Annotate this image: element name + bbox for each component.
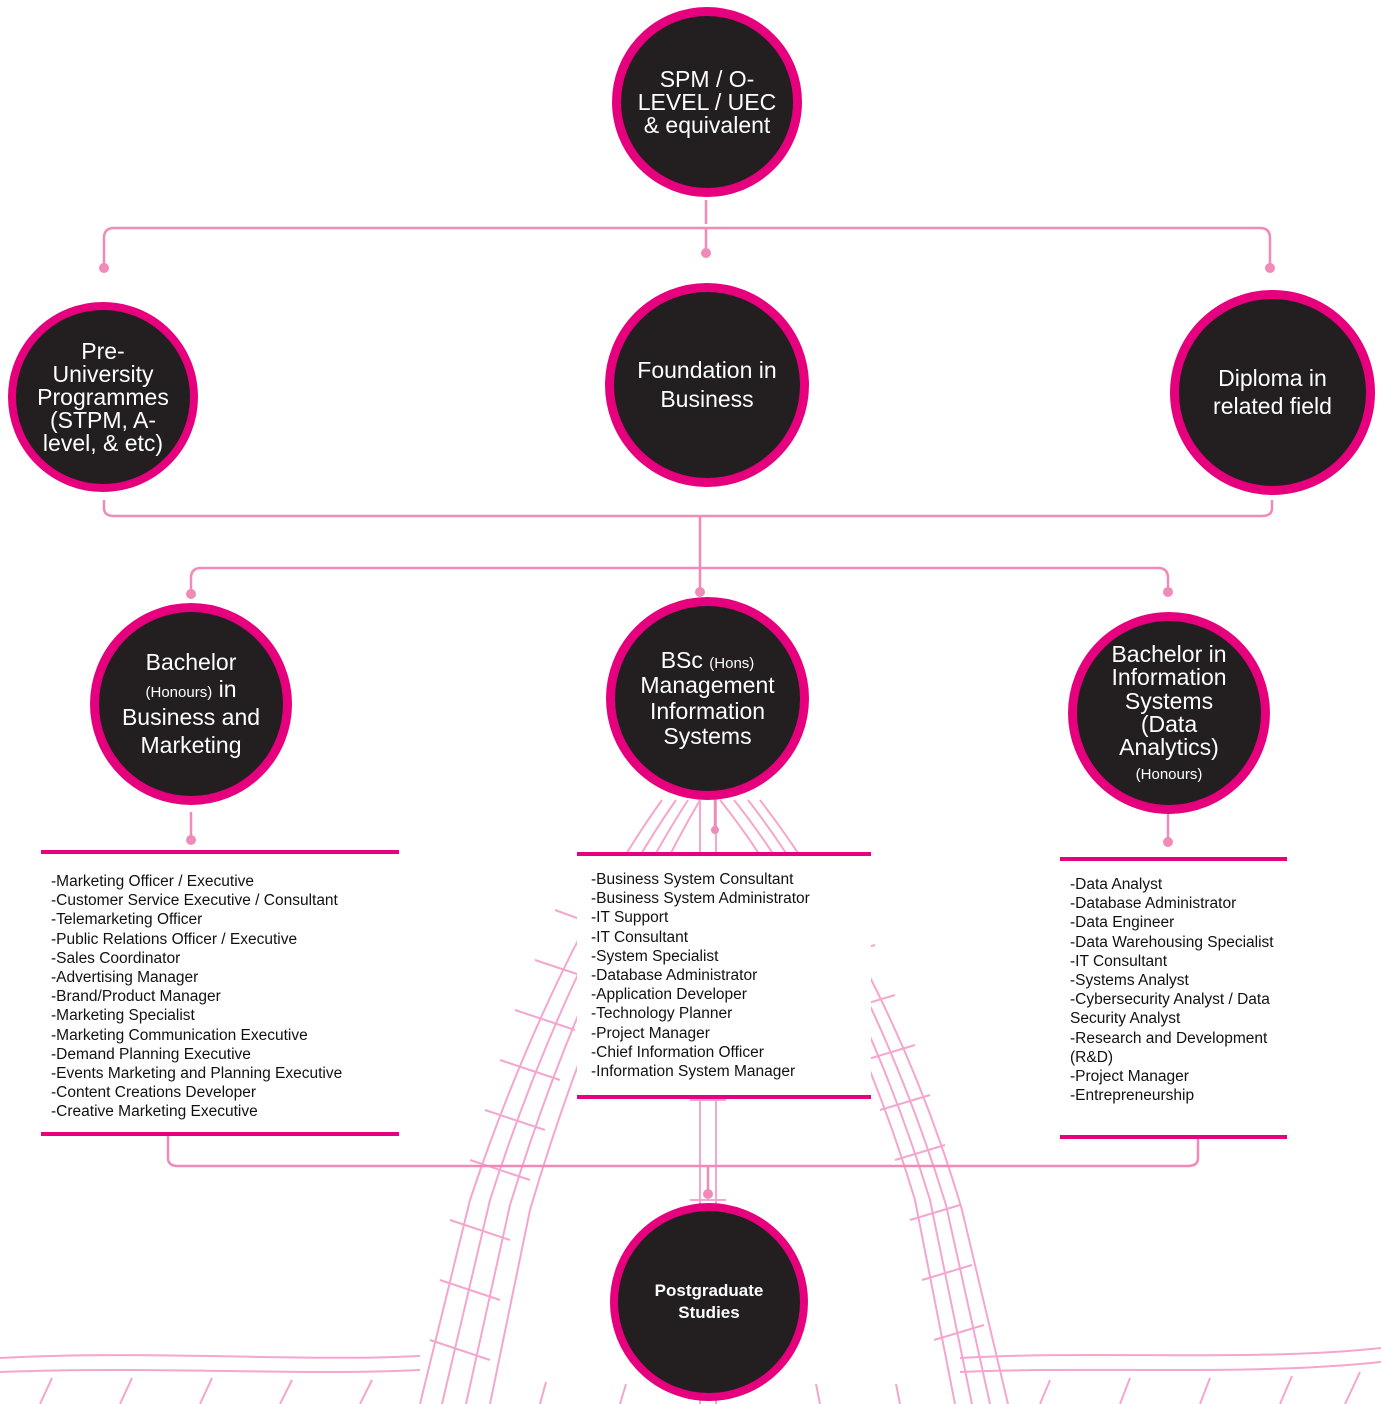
connector-dot [701,248,711,258]
career-item: -Business System Consultant [591,871,794,888]
node-bachelor-business-marketing: Bachelor (Honours) in Business and Marke… [90,603,292,805]
node-spm-label: SPM / O-LEVEL / UEC & equivalent [637,65,777,138]
career-items: -Data Analyst -Database Administrator -D… [1070,875,1279,1105]
career-item: -Research and Development (R&D) [1070,1029,1268,1066]
programme-name: Management Information Systems [640,672,775,749]
career-list-data-analytics: -Data Analyst -Database Administrator -D… [1060,857,1287,1139]
career-item: -Customer Service Executive / Consultant [51,892,338,910]
connector-dot [711,826,719,834]
career-item: -Database Administrator [1070,895,1237,913]
career-item: -Project Manager [591,1024,710,1042]
career-item: -Brand/Product Manager [51,988,221,1006]
connector-middle-merge [102,500,1274,590]
node-pre-university: Pre-University Programmes (STPM, A-level… [8,302,198,492]
node-diploma: Diploma in related field [1170,290,1375,495]
career-item: -Content Creations Developer [51,1084,257,1102]
career-list-mis: -Business System Consultant -Business Sy… [577,852,871,1099]
career-item: -Advertising Manager [51,969,199,987]
career-item: -Demand Planning Executive [51,1045,251,1063]
connector-dot [1163,837,1173,847]
node-foundation-label: Foundation in Business [637,357,777,412]
node-bsc-mis: BSc (Hons) Management Information System… [606,597,809,800]
career-item: -Application Developer [591,986,747,1004]
node-pre-university-label: Pre-University Programmes (STPM, A-level… [37,337,169,456]
career-item: -IT Consultant [1070,952,1168,970]
career-item: -Data Warehousing Specialist [1070,933,1274,951]
career-item: -IT Support [591,909,669,927]
connector-dot [99,263,109,273]
honours-label: (Honours) [145,684,213,702]
node-postgraduate-studies: Postgraduate Studies [610,1203,808,1401]
programme-name: Business and Marketing [121,704,261,758]
connector-dot [186,835,196,845]
career-items: -Marketing Officer / Executive -Customer… [51,872,399,1122]
connector-dot [695,587,705,597]
career-item: -Cybersecurity Analyst / Data Security A… [1070,991,1270,1028]
career-item: -Creative Marketing Executive [51,1103,258,1121]
career-item: -Information System Manager [591,1063,796,1081]
career-item: -Sales Coordinator [51,949,181,967]
node-bachelor-is-data-analytics: Bachelor in Information Systems (Data An… [1068,612,1270,814]
career-item: -Data Analyst [1070,876,1163,893]
connector-dot [1265,263,1275,273]
career-list-business-marketing: -Marketing Officer / Executive -Customer… [41,850,399,1136]
connector-dot [703,1189,713,1199]
career-item: -Marketing Communication Executive [51,1026,308,1044]
career-item: -Business System Administrator [591,890,810,908]
programme-name: Bachelor in Information Systems (Data An… [1111,640,1227,761]
connector-box-stems [189,798,1170,840]
bsc-word: BSc [660,646,703,673]
career-item: -Entrepreneurship [1070,1087,1195,1105]
node-postgraduate-label: Postgraduate Studies [654,1280,764,1322]
node-foundation-in-business: Foundation in Business [605,283,809,487]
career-item: -Technology Planner [591,1005,733,1023]
connector-dot [186,589,196,599]
career-item: -Database Administrator [591,967,758,985]
career-item: -Public Relations Officer / Executive [51,930,298,948]
ground-sketch [0,1347,1381,1404]
node-diploma-label: Diploma in related field [1213,364,1332,419]
node-bachelor-business-label: Bachelor (Honours) in Business and Marke… [108,649,274,759]
career-item: -Systems Analyst [1070,972,1189,990]
career-item: -Data Engineer [1070,914,1175,932]
career-item: -Marketing Specialist [51,1007,195,1025]
career-item: -Events Marketing and Planning Executive [51,1065,343,1083]
connector-bachelor-branch [189,566,1170,592]
in-word: in [218,676,237,703]
node-bachelor-is-label: Bachelor in Information Systems (Data An… [1094,640,1244,784]
career-item: -IT Consultant [591,928,689,946]
connector-dot [1163,587,1173,597]
connector-top-branch [102,200,1272,268]
career-items: -Business System Consultant -Business Sy… [591,870,871,1081]
career-item: -System Specialist [591,947,719,965]
connector-postgrad-merge [166,1136,1200,1192]
hons-label: (Hons) [709,654,755,672]
bachelor-word: Bachelor [145,648,237,675]
node-bsc-mis-label: BSc (Hons) Management Information System… [625,646,791,749]
career-item: -Telemarketing Officer [51,911,203,929]
node-spm-olevel-uec: SPM / O-LEVEL / UEC & equivalent [612,7,802,197]
career-item: -Marketing Officer / Executive [51,873,255,890]
career-item: -Chief Information Officer [591,1043,764,1061]
honours-label: (Honours) [1135,765,1203,783]
career-item: -Project Manager [1070,1068,1189,1086]
